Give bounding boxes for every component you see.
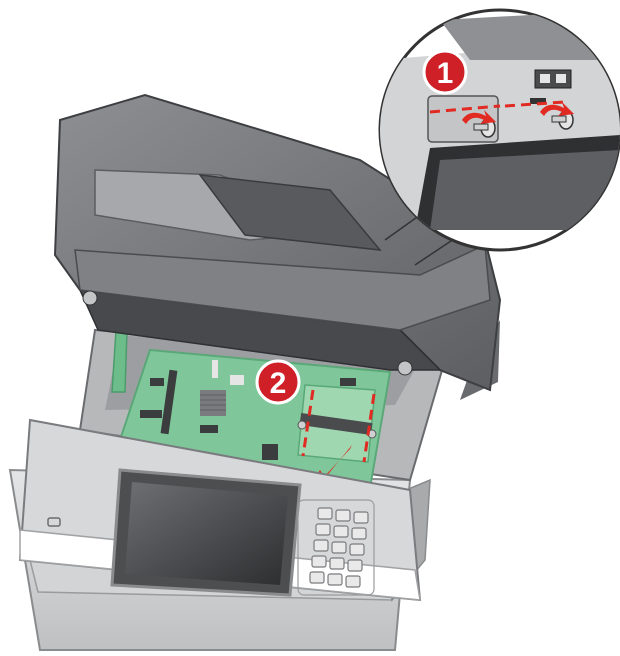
control-panel bbox=[18, 418, 422, 602]
touch-screen bbox=[125, 482, 288, 585]
keypad bbox=[309, 507, 369, 588]
dashed-guide-line bbox=[362, 393, 376, 463]
screw-icon bbox=[297, 420, 307, 430]
processor-heatsink bbox=[200, 390, 226, 416]
hinge-screw bbox=[82, 290, 98, 306]
hinge-screw bbox=[397, 360, 413, 376]
zoom-detail bbox=[378, 8, 620, 252]
step-callout-1: 1 bbox=[422, 49, 468, 95]
rotate-arrow-icon bbox=[540, 102, 574, 116]
dashed-guide-line bbox=[429, 104, 501, 114]
usb-port-icon bbox=[47, 517, 61, 527]
rotate-arrow-icon bbox=[462, 110, 496, 124]
scanner-lid bbox=[53, 93, 502, 392]
step-number: 2 bbox=[270, 367, 287, 400]
dashed-guide-line bbox=[301, 389, 315, 457]
output-bin bbox=[198, 174, 382, 251]
zoom-leader-line bbox=[384, 214, 421, 241]
step-number: 1 bbox=[437, 57, 454, 90]
card-bracket bbox=[299, 413, 373, 435]
dashed-guide-line bbox=[504, 100, 566, 108]
step-callout-2: 2 bbox=[255, 359, 301, 405]
memory-slot bbox=[160, 369, 178, 435]
controller-board bbox=[118, 348, 392, 490]
